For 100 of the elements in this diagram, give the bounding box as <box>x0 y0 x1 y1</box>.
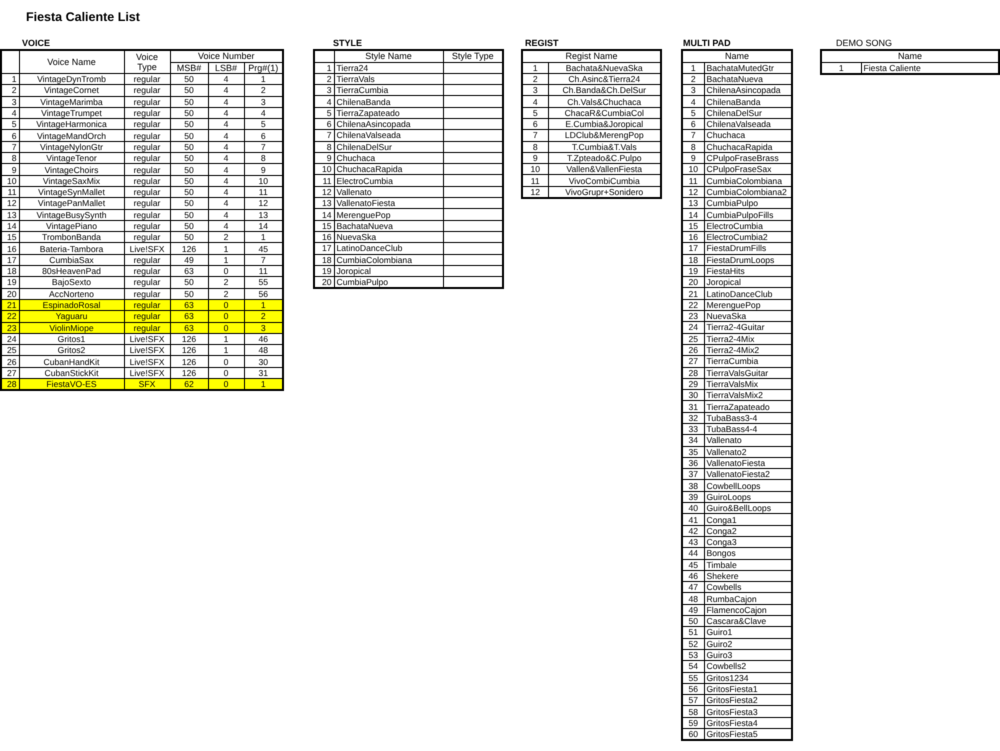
msb-number: 49 <box>170 254 208 266</box>
row-number: 23 <box>1 322 19 334</box>
registration-name: E.Cumbia&Joropical <box>548 118 661 130</box>
row-number: 24 <box>1 333 19 345</box>
pad-name: CumbiaColombiana <box>704 174 792 186</box>
pad-name: GritosFiesta2 <box>704 694 792 706</box>
voice-name: Gritos2 <box>19 344 124 356</box>
pad-name: GuiroLoops <box>704 491 792 503</box>
row-number: 25 <box>1 344 19 356</box>
row-number: 12 <box>682 186 704 198</box>
style-name: CumbiaPulpo <box>334 276 443 288</box>
pad-name: CPulpoFraseBrass <box>704 152 792 164</box>
pad-name: TierraValsGuitar <box>704 367 792 378</box>
row-number: 3 <box>522 84 548 96</box>
pad-name: Joropical <box>704 276 792 288</box>
msb-number: 126 <box>170 344 208 356</box>
voice-name: VintagePiano <box>19 220 124 232</box>
style-name: ChilenaValseada <box>334 130 443 142</box>
pad-name: Guiro3 <box>704 649 792 661</box>
voice-name: VintageMarimba <box>19 96 124 108</box>
lsb-number: 0 <box>208 356 244 368</box>
row-number: 29 <box>682 378 704 390</box>
lsb-number: 4 <box>208 186 244 198</box>
row-number: 26 <box>1 356 19 368</box>
voice-name: VintageDynTromb <box>19 74 124 85</box>
row-number: 47 <box>682 582 704 593</box>
pad-name: ChilenaValseada <box>704 118 792 130</box>
row-number: 6 <box>522 118 548 130</box>
program-number: 56 <box>244 288 284 300</box>
row-number: 19 <box>1 276 19 288</box>
pad-name: BachataNueva <box>704 73 792 85</box>
voice-type: Live!SFX <box>124 344 170 356</box>
pad-name: Conga3 <box>704 536 792 548</box>
voice-name: BajoSexto <box>19 276 124 288</box>
voice-type: regular <box>124 175 170 186</box>
voice-type: regular <box>124 130 170 142</box>
voice-name: VintageSaxMix <box>19 175 124 186</box>
msb-number: 50 <box>170 152 208 164</box>
pad-name: VallenatoFiesta2 <box>704 468 792 480</box>
row-number: 1 <box>314 62 334 74</box>
msb-number: 50 <box>170 107 208 119</box>
row-number: 10 <box>682 164 704 175</box>
lsb-number: 1 <box>208 333 244 345</box>
pad-name: ChilenaDelSur <box>704 107 792 118</box>
pad-name: VallenatoFiesta <box>704 457 792 469</box>
style-name: ChilenaDelSur <box>334 141 443 152</box>
section-title: MULTI PAD <box>683 38 731 48</box>
row-number: 9 <box>1 164 19 176</box>
voice-name: VintageTenor <box>19 152 124 164</box>
pad-name: Cowbells <box>704 582 792 593</box>
section-title: DEMO SONG <box>836 38 892 48</box>
section-title: VOICE <box>22 38 50 48</box>
pad-name: BachataMutedGtr <box>704 62 792 74</box>
row-number: 51 <box>682 626 704 638</box>
style-name: Vallenato <box>334 186 443 198</box>
program-number: 1 <box>244 74 284 85</box>
pad-name: CowbellLoops <box>704 480 792 492</box>
msb-number: 126 <box>170 242 208 254</box>
pad-name: Bongos <box>704 548 792 560</box>
row-number: 37 <box>682 468 704 480</box>
lsb-number: 1 <box>208 344 244 356</box>
msb-number: 126 <box>170 356 208 368</box>
voice-name: CubanHandKit <box>19 356 124 368</box>
lsb-number: 4 <box>208 209 244 220</box>
row-number: 4 <box>522 96 548 108</box>
program-number: 12 <box>244 198 284 210</box>
pad-name: NuevaSka <box>704 310 792 322</box>
pad-name: Tierra2-4Guitar <box>704 322 792 334</box>
section-title: STYLE <box>333 38 362 48</box>
msb-number: 50 <box>170 276 208 288</box>
row-number: 6 <box>314 118 334 130</box>
row-number: 13 <box>682 198 704 209</box>
pad-name: FiestaDrumLoops <box>704 254 792 266</box>
lsb-number: 4 <box>208 74 244 85</box>
row-number: 11 <box>522 174 548 186</box>
pad-name: Vallenato <box>704 434 792 446</box>
style-name: Tierra24 <box>334 62 443 74</box>
program-number: 7 <box>244 254 284 266</box>
row-number: 5 <box>522 107 548 118</box>
row-number: 3 <box>682 84 704 96</box>
registration-name: Ch.Vals&Chuchaca <box>548 96 661 108</box>
program-number: 1 <box>244 378 284 390</box>
voice-name: VintageTrumpet <box>19 107 124 119</box>
row-number: 34 <box>682 434 704 446</box>
row-number: 11 <box>1 186 19 198</box>
lsb-number: 1 <box>208 242 244 254</box>
program-number: 14 <box>244 220 284 232</box>
row-number: 9 <box>522 152 548 164</box>
pad-name: Vallenato2 <box>704 446 792 458</box>
row-number: 28 <box>682 367 704 378</box>
voice-type: regular <box>124 220 170 232</box>
row-number: 43 <box>682 536 704 548</box>
pad-name: CPulpoFraseSax <box>704 164 792 175</box>
msb-number: 50 <box>170 209 208 220</box>
row-number: 2 <box>314 73 334 85</box>
pad-name: CumbiaPulpoFills <box>704 208 792 220</box>
row-number: 45 <box>682 559 704 570</box>
voice-type: regular <box>124 266 170 277</box>
row-number: 59 <box>682 717 704 729</box>
row-number: 25 <box>682 333 704 344</box>
